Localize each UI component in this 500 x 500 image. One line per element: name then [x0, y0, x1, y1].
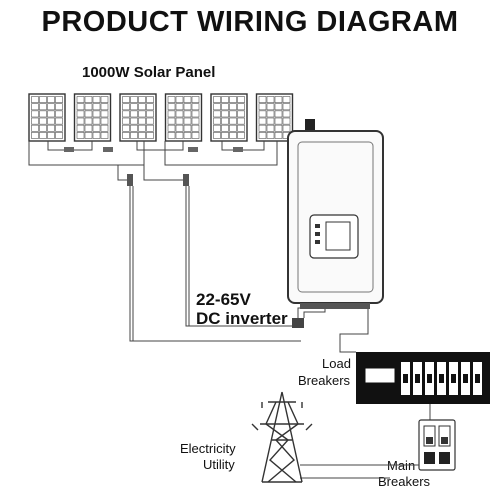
inverter-voltage-label: 22-65V — [196, 290, 251, 309]
ac-wire-to-load — [339, 309, 369, 353]
status-led-2 — [315, 232, 320, 236]
status-led-1 — [315, 224, 320, 228]
status-led-3 — [315, 240, 320, 244]
solar-panel — [119, 93, 157, 142]
inverter-type-label: DC inverter — [196, 309, 288, 328]
main-breakers-label-line2: Breakers — [378, 474, 431, 489]
solar-panel — [164, 93, 203, 142]
panel-wiring — [28, 141, 326, 342]
breaker-toggle — [403, 374, 408, 383]
inverter-antenna — [305, 119, 315, 133]
utility-label-line2: Utility — [203, 457, 235, 472]
load-breakers-label-line2: Breakers — [298, 373, 351, 388]
inverter-unit — [287, 119, 384, 309]
solar-panel — [73, 93, 112, 142]
main-breaker-unit — [418, 419, 456, 471]
transmission-tower-icon — [251, 391, 313, 483]
utility-label-line1: Electricity — [180, 441, 236, 456]
load-breakers-label-line1: Load — [322, 356, 351, 371]
solar-panel — [28, 93, 66, 142]
breaker-toggle — [415, 374, 420, 383]
inverter-base — [300, 303, 370, 309]
solar-panel — [210, 93, 248, 142]
solar-panel — [255, 93, 294, 142]
inverter-screen — [325, 221, 351, 251]
load-breaker-panel — [356, 352, 490, 404]
breaker-toggle — [475, 374, 480, 383]
page-title: PRODUCT WIRING DIAGRAM — [41, 6, 459, 38]
breaker-toggle — [463, 374, 468, 383]
breaker-toggle — [427, 374, 432, 383]
breaker-switches — [401, 362, 482, 395]
breaker-toggle — [451, 374, 456, 383]
solar-panel-label: 1000W Solar Panel — [82, 64, 216, 81]
breaker-toggle — [439, 374, 444, 383]
solar-panel-array — [28, 93, 294, 142]
